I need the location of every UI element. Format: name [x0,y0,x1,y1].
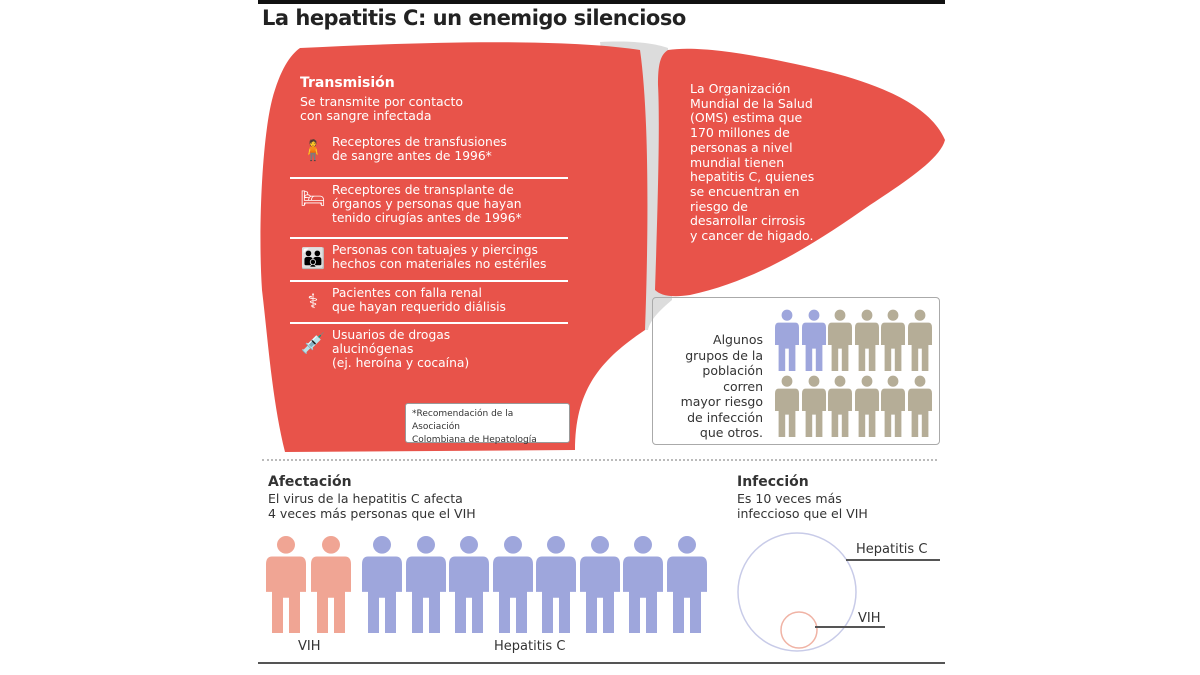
item-separator [290,237,568,239]
item-line: Usuarios de drogas [332,328,451,342]
risk-box [652,297,940,445]
person-icon-at-risk [775,309,799,371]
text-line: de infección [687,409,763,425]
footnote-line: *Recomendación de la Asociación [412,409,514,432]
item-line: órganos y personas que hayan [332,197,522,211]
bottom-rule [258,662,945,664]
text-line: población [702,363,763,378]
item-line: Pacientes con falla renal [332,286,482,300]
intro-line: con sangre infectada [300,108,432,123]
footnote-box: *Recomendación de la Asociación Colombia… [405,403,570,445]
text-line: grupos de la [685,347,763,363]
person-icon-hepatitis-c [623,535,663,633]
dialysis-icon: ⚕ [307,289,319,313]
text-line: corren [723,378,763,394]
person-icon-at-risk [801,309,826,371]
vih-circle [780,611,818,649]
person-icon-hepatitis-c [579,535,620,633]
person-icon-hepatitis-c [449,535,489,633]
item-line: hechos con materiales no estériles [332,257,547,271]
person-icon-vih [266,535,306,633]
afectacion-text: El virus de la hepatitis C afecta 4 vece… [268,491,476,521]
item-line: de sangre antes de 1996* [332,149,492,163]
text-line: se encuentran en [690,183,800,199]
infeccion-line: Es 10 veces más [737,491,842,506]
vih-circle-label: VIH [858,611,881,626]
item-separator [290,280,568,282]
person-icon-vih [311,535,351,633]
text-line: riesgo de [690,198,748,214]
text-line: hepatitis C, quienes [690,169,815,185]
text-line: mayor riesgo [680,394,763,409]
infeccion-line: infeccioso que el VIH [737,506,868,521]
text-line: mundial tienen [690,154,785,170]
hepatitis-c-circle [737,532,857,652]
item-line: alucinógenas [332,342,414,356]
afectacion-line: 4 veces más personas que el VIH [268,506,476,521]
transfusion-icon: 🧍 [300,138,326,162]
item-separator [290,177,568,179]
person-icon-hepatitis-c [536,535,576,633]
item-line: Receptores de transplante de [332,183,514,197]
item-line: que hayan requerido diálisis [332,300,506,314]
hepatitis-c-circle-label: Hepatitis C [856,542,928,557]
person-icon [801,375,826,437]
person-icon [828,309,852,371]
text-line: 170 millones de [690,125,790,141]
afectacion-line: El virus de la hepatitis C afecta [268,491,463,506]
text-line: La Organización [690,81,791,96]
infeccion-text: Es 10 veces más infeccioso que el VIH [737,491,868,521]
person-icon-hepatitis-c [666,535,707,633]
person-icon [907,309,932,371]
person-icon [854,375,879,437]
item-line: Receptores de transfusiones [332,135,507,149]
text-line: que otros. [699,425,763,440]
text-line: personas a nivel [690,139,793,155]
liver-right-lobe [655,48,945,297]
hepc-people-label: Hepatitis C [494,639,566,654]
transmission-heading: Transmisión [300,75,395,91]
item-line: (ej. heroína y cocaína) [332,356,470,370]
item-separator [290,322,568,324]
item-line: Personas con tatuajes y piercings [332,243,538,257]
person-icon [881,375,905,437]
vih-people-label: VIH [298,639,321,654]
top-bar [258,0,945,4]
page-title: La hepatitis C: un enemigo silencioso [262,6,686,30]
person-icon [828,375,852,437]
item-line: tenido cirugías antes de 1996* [332,211,522,225]
person-icon-hepatitis-c [405,535,446,633]
person-icon [881,309,905,371]
liver-left-lobe [260,42,648,452]
surgery-icon: 🛏 [300,186,326,210]
intro-line: Se transmite por contacto [300,94,464,109]
tattoo-icon: 👪 [300,246,326,270]
person-icon-hepatitis-c [362,535,402,633]
person-icon [907,375,932,437]
person-icon [854,309,879,371]
afectacion-heading: Afectación [268,474,352,490]
person-icon-hepatitis-c [492,535,533,633]
section-divider [262,459,937,461]
text-line: y cancer de higado. [690,228,814,244]
syringe-icon: 💉 [300,331,326,355]
text-line: Mundial de la Salud [690,95,813,111]
text-line: (OMS) estima que [690,110,803,126]
person-icon [775,375,799,437]
transmission-intro: Se transmite por contacto con sangre inf… [300,95,463,123]
footnote-line: Colombiana de Hepatología [412,435,537,445]
infeccion-heading: Infección [737,474,809,490]
text-line: desarrollar cirrosis [690,213,806,229]
text-line: Algunos [713,332,763,347]
